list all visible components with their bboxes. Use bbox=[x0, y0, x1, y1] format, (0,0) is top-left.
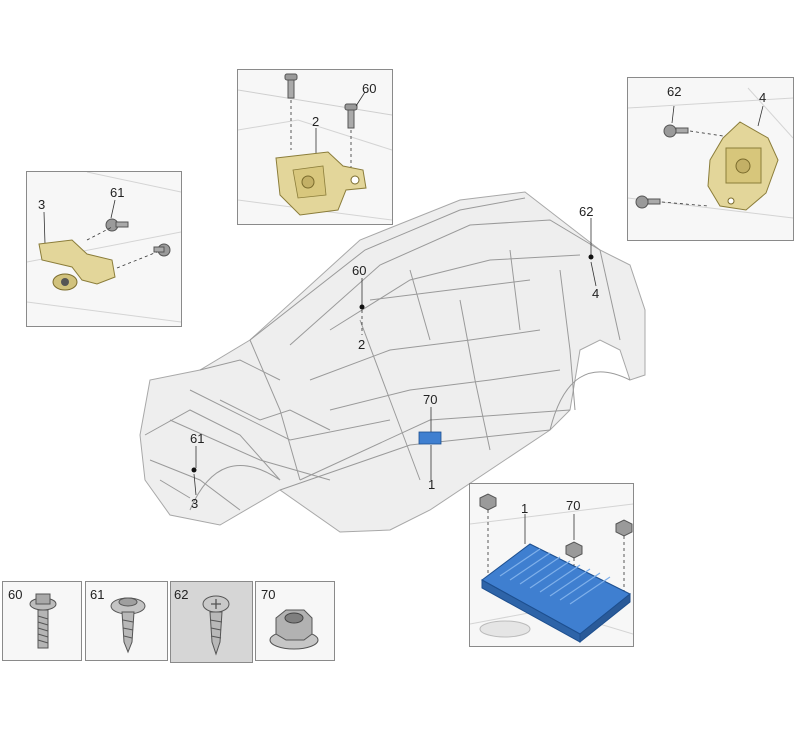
bolt-62-b bbox=[635, 195, 661, 209]
flange-bolt-icon bbox=[29, 593, 57, 649]
car-callout-4: 4 bbox=[592, 286, 600, 301]
fastener-61-num: 61 bbox=[90, 587, 105, 602]
fastener-panel-60: 60 bbox=[2, 581, 82, 661]
car-body-diagram bbox=[130, 180, 660, 560]
car-callout-2: 2 bbox=[358, 337, 366, 352]
panel-2-bolt-num: 60 bbox=[362, 81, 377, 96]
car-callout-60: 60 bbox=[352, 263, 367, 278]
car-callout-3: 3 bbox=[191, 496, 199, 511]
panel-1-nut-num: 70 bbox=[566, 498, 581, 513]
control-module-marker bbox=[418, 431, 442, 445]
fastener-panel-61: 61 bbox=[85, 581, 168, 661]
fastener-panel-70: 70 bbox=[255, 581, 335, 661]
fastener-62-num: 62 bbox=[174, 587, 189, 602]
nut-70-b bbox=[565, 541, 583, 559]
part-4-drawing bbox=[628, 87, 793, 219]
bolt-marker-60 bbox=[359, 304, 365, 310]
fastener-panel-62: 62 bbox=[170, 581, 253, 663]
part-3-drawing bbox=[27, 172, 181, 323]
pan-head-screw-icon bbox=[202, 595, 230, 656]
car-callout-61: 61 bbox=[190, 431, 205, 446]
part-2-drawing bbox=[238, 73, 392, 221]
bolt-60-a bbox=[284, 73, 298, 99]
nut-70-a bbox=[479, 493, 497, 511]
panel-4-part-num: 4 bbox=[759, 90, 767, 105]
bolt-61-b bbox=[153, 243, 171, 257]
car-callout-70: 70 bbox=[423, 392, 438, 407]
bolt-marker-62 bbox=[588, 254, 594, 260]
flange-nut-icon bbox=[269, 609, 319, 650]
bolt-61-a bbox=[105, 218, 129, 232]
detail-panel-part-4: 62 4 bbox=[627, 77, 794, 241]
bolt-62-a bbox=[663, 124, 689, 138]
panel-2-part-num: 2 bbox=[312, 114, 320, 129]
panel-3-part-num: 3 bbox=[38, 197, 46, 212]
fastener-70-num: 70 bbox=[261, 587, 276, 602]
car-callout-1: 1 bbox=[428, 477, 436, 492]
panel-4-bolt-num: 62 bbox=[667, 84, 682, 99]
nut-70-c bbox=[615, 519, 633, 537]
bolt-marker-61 bbox=[191, 467, 197, 473]
panel-1-part-num: 1 bbox=[521, 501, 529, 516]
fastener-60-num: 60 bbox=[8, 587, 23, 602]
car-body-drawing bbox=[139, 191, 646, 533]
car-callout-62: 62 bbox=[579, 204, 594, 219]
detail-panel-part-2: 60 2 bbox=[237, 69, 393, 225]
bolt-60-b bbox=[344, 103, 358, 129]
part-1-drawing bbox=[470, 493, 633, 644]
self-tapping-screw-icon bbox=[110, 597, 146, 654]
panel-3-bolt-num: 61 bbox=[110, 185, 125, 200]
detail-panel-part-3: 3 61 bbox=[26, 171, 182, 327]
detail-panel-part-1: 1 70 bbox=[469, 483, 634, 647]
